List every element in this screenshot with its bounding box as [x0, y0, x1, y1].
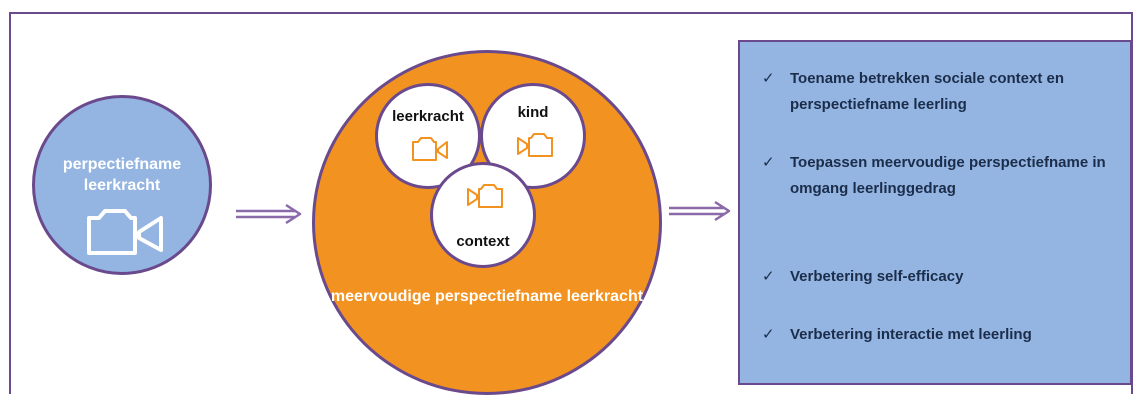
outcome-item: ✓ Toepassen meervoudige perspectiefname …: [762, 150, 1120, 202]
outcome-text: Verbetering self-efficacy: [790, 268, 964, 285]
check-icon: ✓: [762, 268, 775, 285]
input-circle: perpectiefname leerkracht: [32, 95, 212, 275]
perspective-label: context: [456, 233, 510, 250]
check-icon: ✓: [762, 154, 775, 171]
outcomes-box: ✓ Toename betrekken sociale context en p…: [738, 40, 1132, 385]
outcome-item: ✓ Toename betrekken sociale context en p…: [762, 66, 1120, 118]
outcome-text: Toepassen meervoudige perspectiefname in…: [790, 154, 1106, 197]
outcome-text: Toename betrekken sociale context en per…: [790, 70, 1064, 113]
outcome-item: ✓ Verbetering self-efficacy: [762, 264, 1120, 290]
flow-arrow: [669, 200, 731, 222]
flow-arrow: [236, 203, 302, 225]
video-camera-icon: [467, 184, 503, 208]
video-camera-icon: [517, 133, 553, 157]
perspective-label: kind: [517, 104, 549, 121]
outcome-item: ✓ Verbetering interactie met leerling: [762, 322, 1120, 348]
check-icon: ✓: [762, 70, 775, 87]
video-camera-icon: [87, 209, 163, 255]
process-label: meervoudige perspectiefname leerkracht: [330, 288, 644, 305]
input-label: perpectiefname leerkracht: [62, 156, 182, 194]
perspective-label: leerkracht: [392, 108, 464, 125]
outcome-text: Verbetering interactie met leerling: [790, 326, 1032, 343]
video-camera-icon: [412, 137, 448, 161]
frame-border: [9, 12, 1133, 394]
perspective-circle-context: context: [430, 162, 536, 268]
check-icon: ✓: [762, 326, 775, 343]
